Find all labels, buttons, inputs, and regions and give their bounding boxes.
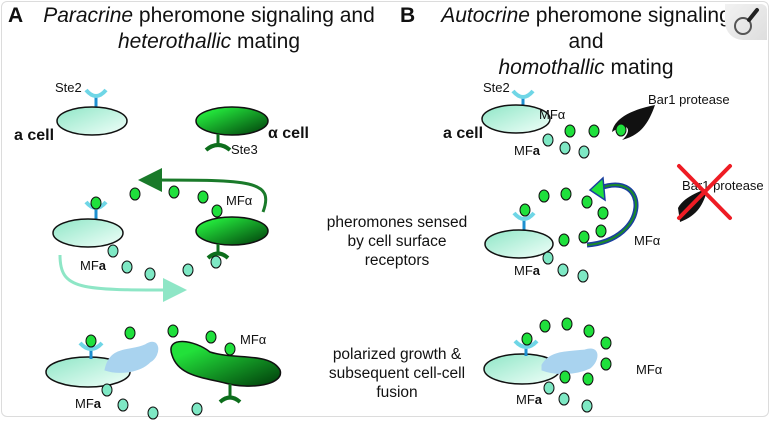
alpha-cell-row2 [195, 216, 269, 260]
autocrine-arrowhead [588, 176, 606, 202]
b-mfa-dots-row2 [542, 251, 589, 283]
mfa-label-a2: MFa [80, 258, 107, 273]
mfalpha-label-a3: MFα [240, 332, 267, 347]
ste3-label: Ste3 [231, 142, 258, 157]
a-cell-row2 [52, 196, 124, 248]
b-a-cell-label: a cell [443, 125, 483, 142]
autocrine-arrow [586, 182, 639, 248]
b-a-cell-row2 [484, 203, 554, 259]
mfa-arrow [58, 254, 187, 302]
b-mfalpha-label-1: MFα [539, 107, 566, 122]
mfalpha-label-a2: MFα [226, 193, 253, 208]
a-cell-label: a cell [14, 127, 54, 144]
bar1-protease-icon [612, 105, 655, 140]
b-mfa-dots-row3 [543, 381, 593, 413]
ste2-label: Ste2 [55, 80, 82, 95]
mfa-dots-row3 [101, 383, 203, 420]
mfalpha-arrow [138, 168, 268, 213]
bar1-label: Bar1 protease [648, 92, 730, 107]
magnifier-icon [734, 8, 759, 35]
b-mfalpha-dots-row1 [564, 124, 600, 138]
b-mfalpha-label-2: MFα [634, 233, 661, 248]
b-mfalpha-dots-row3 [539, 317, 612, 386]
b-mfalpha-label-3: MFα [636, 362, 663, 377]
alpha-cell-shmoo [170, 340, 282, 404]
b-a-cell-shmoo [483, 332, 598, 385]
b-ste2-label: Ste2 [483, 80, 510, 95]
panel-b-letter: B [400, 4, 416, 27]
mfalpha-dots-row2 [129, 185, 223, 218]
panel-a-title: A Paracrine pheromone signaling and hete… [8, 4, 375, 53]
b-a-cell-row1 [481, 89, 551, 134]
panel-b-title: B Autocrine pheromone signaling and homo… [400, 4, 731, 79]
panel-a-letter: A [8, 4, 24, 27]
b-mfa-dots-row1 [542, 133, 590, 159]
b-mfa-label-3: MFa [516, 392, 543, 407]
a-cell-row1 [56, 88, 128, 136]
caption-fusion: polarized growth & subsequent cell-cell … [328, 346, 466, 401]
alpha-cell-label: α cell [268, 125, 309, 142]
a-cell-shmoo [45, 334, 159, 388]
mfalpha-dots-row3 [124, 324, 236, 356]
b-mfa-label-1: MFa [514, 143, 541, 158]
b-mfa-label-2: MFa [514, 263, 541, 278]
alpha-cell-row1 [195, 106, 269, 152]
mfa-dots-row2 [107, 244, 222, 281]
zoom-button[interactable] [725, 4, 767, 40]
b-mfalpha-dots-row2 [538, 187, 609, 247]
caption-receptors: pheromones sensed by cell surface recept… [326, 214, 468, 269]
mfa-label-a3: MFa [75, 396, 102, 411]
cross-out-icon [677, 164, 732, 220]
